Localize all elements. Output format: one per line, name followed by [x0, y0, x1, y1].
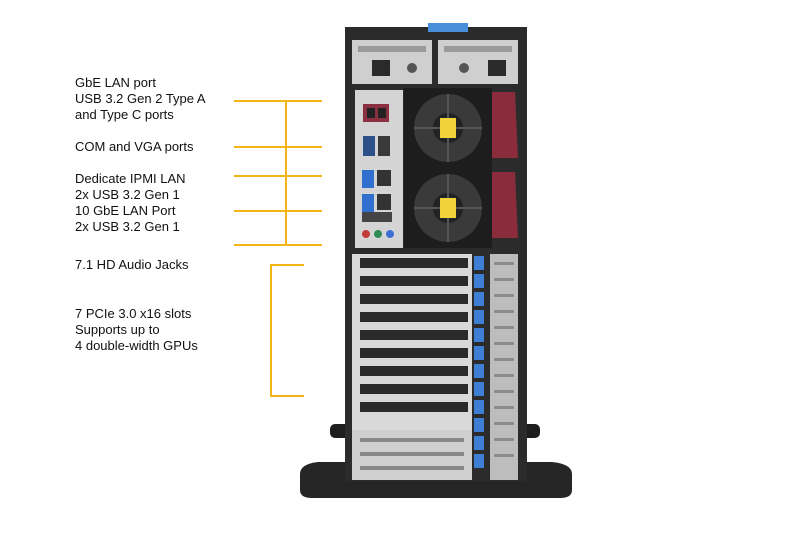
callout-com-vga: COM and VGA ports	[75, 139, 194, 154]
leader-bracket-vertical	[270, 264, 272, 397]
leader-line	[270, 395, 304, 397]
warning-sticker	[440, 198, 456, 218]
leader-line	[270, 264, 304, 266]
leader-bracket-vertical	[285, 100, 287, 246]
callout-gbe-lan-usb: GbE LAN port USB 3.2 Gen 2 Type A and Ty…	[75, 75, 206, 122]
leader-line	[234, 244, 322, 246]
leader-line	[234, 146, 322, 148]
leader-line	[234, 100, 322, 102]
leader-line	[234, 210, 322, 212]
fan-handles	[492, 92, 518, 238]
io-ports	[362, 104, 394, 238]
callout-ipmi-usb-10gbe: Dedicate IPMI LAN 2x USB 3.2 Gen 1 10 Gb…	[75, 171, 186, 234]
leader-line	[234, 175, 322, 177]
top-handle-tab	[428, 23, 468, 32]
callout-pcie-slots: 7 PCIe 3.0 x16 slots Supports up to 4 do…	[75, 306, 198, 353]
pcie-slot-area	[352, 254, 518, 480]
warning-sticker	[440, 118, 456, 138]
cooling-fans	[404, 88, 492, 248]
power-supply-bays	[352, 40, 518, 84]
callout-audio-jacks: 7.1 HD Audio Jacks	[75, 257, 189, 272]
